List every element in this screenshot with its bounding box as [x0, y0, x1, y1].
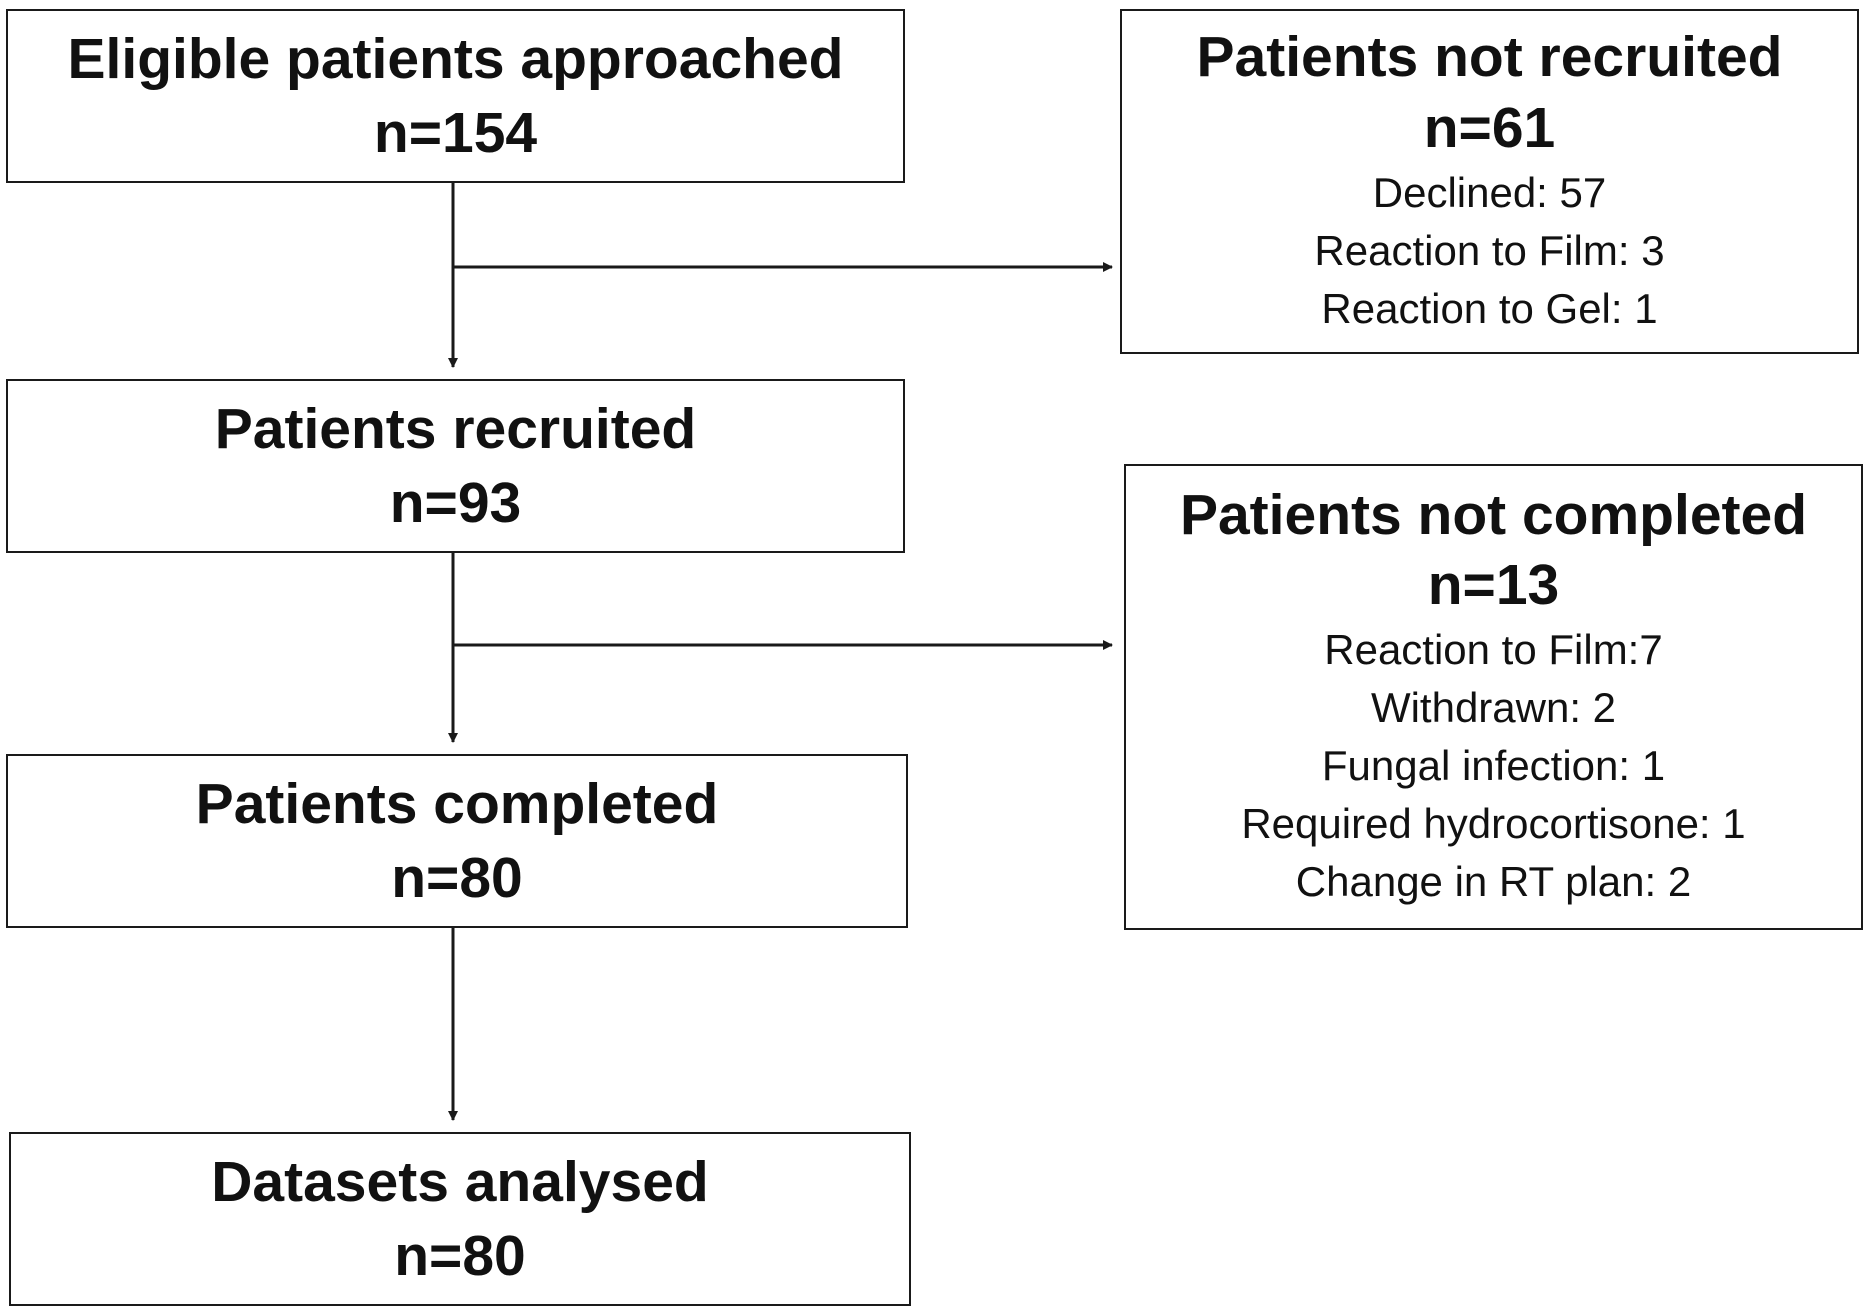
- box-recruited: Patients recruited n=93: [6, 379, 905, 553]
- box-not-recruited: Patients not recruited n=61 Declined: 57…: [1120, 9, 1859, 354]
- box-approached: Eligible patients approached n=154: [6, 9, 905, 183]
- not-recruited-reason: Reaction to Gel: 1: [1321, 284, 1658, 332]
- not-completed-reason: Required hydrocortisone: 1: [1241, 800, 1746, 848]
- not-recruited-title: Patients not recruited: [1196, 25, 1783, 90]
- recruited-count: n=93: [389, 471, 522, 535]
- analysed-count: n=80: [394, 1224, 526, 1288]
- not-recruited-reason: Reaction to Film: 3: [1314, 226, 1665, 274]
- approached-title: Eligible patients approached: [67, 26, 844, 91]
- analysed-title: Datasets analysed: [211, 1149, 709, 1214]
- not-completed-reason: Fungal infection: 1: [1321, 742, 1666, 790]
- box-analysed: Datasets analysed n=80: [9, 1132, 911, 1306]
- completed-title: Patients completed: [195, 771, 719, 836]
- not-completed-reason: Change in RT plan: 2: [1295, 858, 1692, 906]
- not-recruited-reason: Declined: 57: [1372, 168, 1607, 216]
- not-completed-count: n=13: [1427, 553, 1560, 617]
- not-recruited-count: n=61: [1423, 95, 1556, 160]
- not-completed-reason: Withdrawn: 2: [1370, 684, 1617, 732]
- not-recruited-reasons: Declined: 57 Reaction to Film: 3 Reactio…: [1314, 164, 1664, 338]
- approached-count: n=154: [373, 101, 538, 165]
- box-completed: Patients completed n=80: [6, 754, 908, 928]
- recruited-title: Patients recruited: [214, 396, 697, 461]
- box-not-completed: Patients not completed n=13 Reaction to …: [1124, 464, 1863, 930]
- not-completed-title: Patients not completed: [1179, 482, 1808, 547]
- not-completed-reasons: Reaction to Film:7 Withdrawn: 2 Fungal i…: [1241, 621, 1745, 911]
- not-completed-reason: Reaction to Film:7: [1324, 626, 1663, 674]
- completed-count: n=80: [391, 846, 523, 910]
